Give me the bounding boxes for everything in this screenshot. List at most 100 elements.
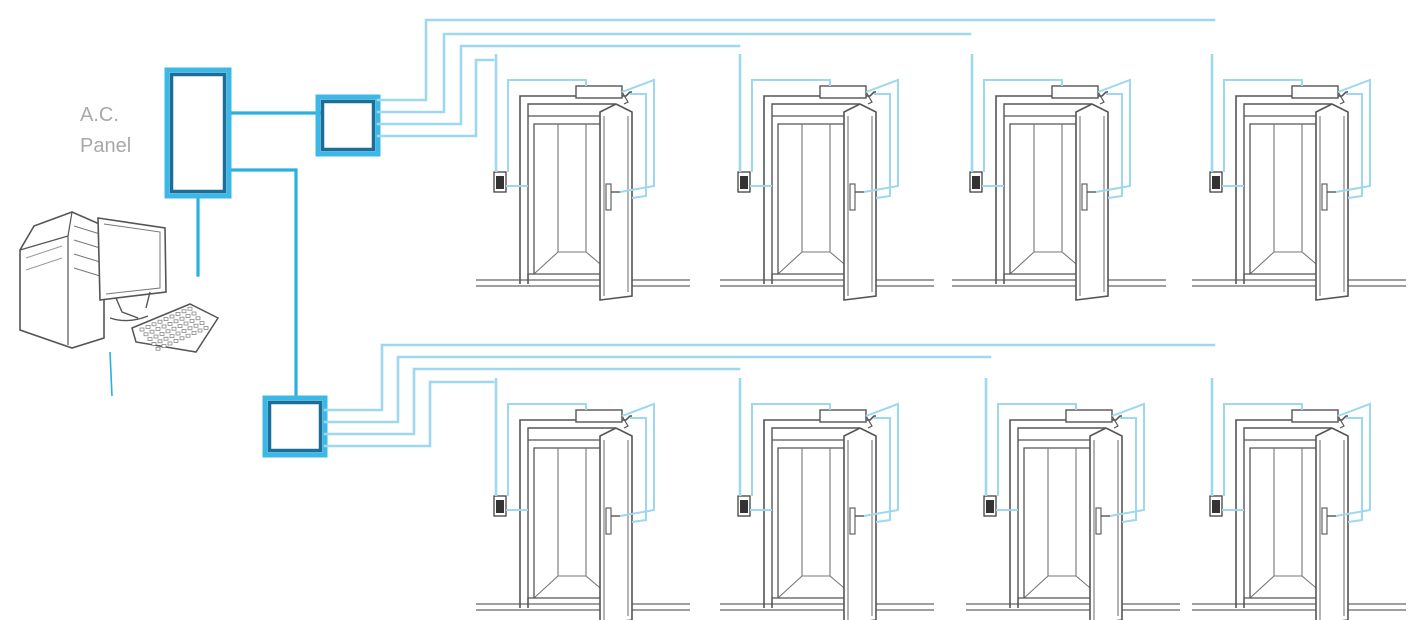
keyboard-key	[163, 336, 169, 341]
keyboard-key	[193, 323, 199, 328]
keyboard-key	[179, 336, 185, 341]
keyboard-key	[161, 344, 167, 348]
keyboard-key	[155, 327, 161, 331]
closer-wire	[507, 403, 587, 496]
leaf-wire	[1346, 417, 1363, 523]
closer-wire	[997, 403, 1077, 496]
hub-wires	[164, 18, 1216, 458]
keyboard-key	[151, 322, 157, 327]
door-icon	[952, 54, 1166, 301]
trunk-wire-3	[323, 367, 741, 436]
lock-wire	[1109, 402, 1145, 517]
keyboard-key	[173, 339, 179, 343]
lock-wire	[619, 78, 655, 193]
ac-panel-controller	[164, 67, 232, 199]
closer-wire	[983, 79, 1063, 172]
panel-label-line2: Panel	[80, 135, 132, 157]
keyboard-key	[195, 316, 201, 321]
door-icon	[476, 54, 690, 301]
keyboard-key	[167, 322, 173, 326]
keyboard-key	[185, 333, 191, 338]
keyboard-key	[183, 321, 189, 326]
leaf-wire	[874, 417, 891, 523]
trunk-wire-2	[323, 355, 992, 424]
leaf-wire	[1106, 93, 1123, 199]
leaf-wire	[874, 93, 891, 199]
leaf-wire	[630, 417, 647, 523]
keyboard-key	[171, 326, 177, 331]
card-reader-icon	[1209, 495, 1223, 517]
panel-label-line1: A.C.	[80, 104, 119, 126]
keyboard-key	[175, 331, 181, 336]
door-icon	[720, 54, 934, 301]
closer-wire	[507, 79, 587, 172]
keyboard-key	[145, 325, 151, 329]
keyboard-key	[197, 328, 203, 333]
keyboard-key	[169, 334, 175, 338]
keyboard-key	[191, 331, 197, 335]
keyboard-key	[181, 309, 187, 314]
keyboard-key	[157, 339, 163, 344]
lock-wire	[1335, 402, 1371, 517]
door-icon	[1192, 378, 1406, 620]
door-icon	[476, 378, 690, 620]
lock-wire	[863, 78, 899, 193]
computer-icon	[19, 211, 220, 397]
card-reader-icon	[983, 495, 997, 517]
keyboard-key	[185, 314, 191, 318]
keyboard-key	[165, 329, 171, 334]
closer-wire	[1223, 403, 1303, 496]
card-reader-icon	[1209, 171, 1223, 193]
keyboard-key	[187, 306, 193, 311]
lock-wire	[1095, 78, 1131, 193]
controller-to-hub2-wire	[228, 168, 298, 400]
card-reader-icon	[493, 171, 507, 193]
trunk-wire-2	[376, 32, 972, 114]
door-icon	[966, 378, 1180, 620]
trunk-wire-3	[376, 44, 741, 126]
closer-wire	[1223, 79, 1303, 172]
doors-layer	[476, 54, 1406, 620]
closer-wire	[751, 403, 831, 496]
trunk-wire-1	[323, 343, 1216, 412]
keyboard-key	[143, 332, 149, 337]
keyboard-key	[179, 316, 185, 321]
trunk-wire-4	[376, 58, 495, 138]
keyboard-key	[191, 311, 197, 316]
keyboard-key	[159, 332, 165, 336]
keyboard-key	[167, 341, 173, 346]
leaf-wire	[630, 93, 647, 199]
hub-lower	[262, 395, 328, 458]
keyboard-key	[175, 312, 181, 316]
leaf-wire	[1120, 417, 1137, 523]
card-reader-icon	[969, 171, 983, 193]
lock-wire	[863, 402, 899, 517]
keyboard-key	[151, 342, 157, 346]
closer-wire	[751, 79, 831, 172]
keyboard-key	[157, 319, 163, 324]
keyboard-key	[147, 337, 153, 341]
keyboard-key	[139, 327, 145, 332]
trunk-wire-1	[376, 18, 1216, 102]
card-reader-icon	[493, 495, 507, 517]
keyboard-key	[173, 319, 179, 324]
keyboard-key	[161, 324, 167, 329]
keyboard-key	[177, 324, 183, 328]
keyboard-key	[199, 321, 205, 325]
keyboard-key	[189, 319, 195, 323]
keyboard-key	[187, 326, 193, 331]
keyboard-key	[163, 317, 169, 321]
leaf-wire	[1346, 93, 1363, 199]
door-icon	[720, 378, 934, 620]
trunk-wire-4	[323, 380, 495, 448]
lock-wire	[619, 402, 655, 517]
door-icon	[1192, 54, 1406, 301]
keyboard-key	[155, 346, 161, 351]
hub-upper	[315, 94, 381, 157]
lock-wire	[1335, 78, 1371, 193]
keyboard-key	[153, 334, 159, 339]
keyboard-key	[149, 329, 155, 334]
card-reader-icon	[737, 495, 751, 517]
keyboard-key	[181, 329, 187, 333]
